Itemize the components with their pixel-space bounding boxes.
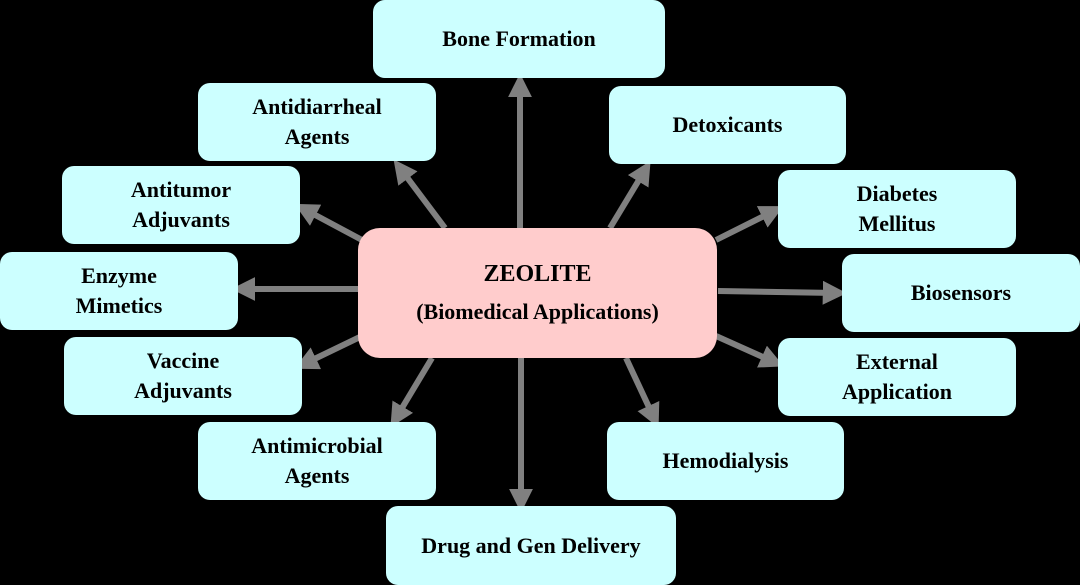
node-enzyme-mimetics: Enzyme Mimetics	[0, 252, 238, 330]
center-title: ZEOLITE	[483, 261, 592, 287]
center-zeolite: ZEOLITE (Biomedical Applications)	[358, 228, 717, 358]
node-antimicrobial-agents: Antimicrobial Agents	[198, 422, 436, 500]
node-bone-formation: Bone Formation	[373, 0, 665, 78]
arrow-diabetes-mellitus	[714, 206, 784, 243]
node-drug-and-gen-delivery: Drug and Gen Delivery	[386, 506, 676, 585]
node-external-application: External Application	[778, 338, 1016, 416]
node-vaccine-adjuvants: Vaccine Adjuvants	[64, 337, 302, 415]
node-diabetes-mellitus: Diabetes Mellitus	[778, 170, 1016, 248]
arrow-antimicrobial-agents	[390, 356, 435, 428]
node-hemodialysis: Hemodialysis	[607, 422, 844, 500]
node-detoxicants: Detoxicants	[609, 86, 846, 164]
arrow-antitumor-adjuvants	[294, 203, 364, 243]
arrow-vaccine-adjuvants	[294, 333, 364, 370]
node-antitumor-adjuvants: Antitumor Adjuvants	[62, 166, 300, 244]
center-subtitle: (Biomedical Applications)	[416, 299, 659, 324]
arrow-antidiarrheal-agents	[393, 159, 448, 230]
arrow-hemodialysis	[623, 356, 660, 428]
node-biosensors: Biosensors	[842, 254, 1080, 332]
node-antidiarrheal-agents: Antidiarrheal Agents	[198, 83, 436, 161]
arrow-detoxicants	[607, 160, 651, 230]
arrow-biosensors	[717, 280, 847, 305]
arrow-external-application	[714, 333, 784, 368]
